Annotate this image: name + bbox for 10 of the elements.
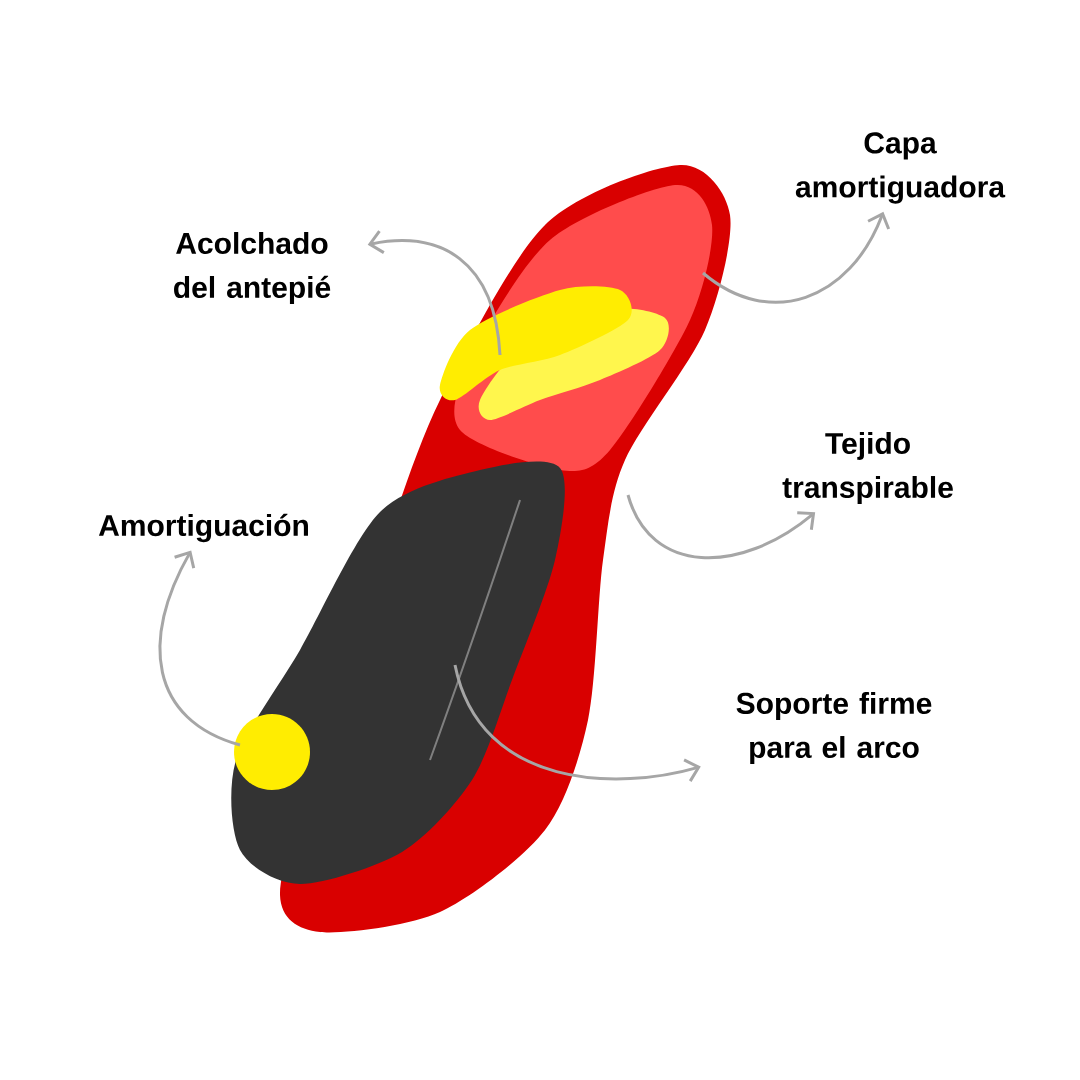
leader-arrow <box>367 230 502 356</box>
callout-label: Tejido transpirable <box>782 432 953 504</box>
callout-label: Acolchado del antepié <box>174 232 331 304</box>
leader-arrow <box>158 550 241 747</box>
leader-arrow <box>453 664 701 782</box>
callout-label: Soporte firme para el arco <box>736 692 932 764</box>
leader-arrow <box>626 494 816 559</box>
callout-label: Capa amortiguadora <box>795 132 1006 204</box>
callout-label: Amortiguación <box>98 513 308 543</box>
leader-arrow <box>702 211 891 304</box>
